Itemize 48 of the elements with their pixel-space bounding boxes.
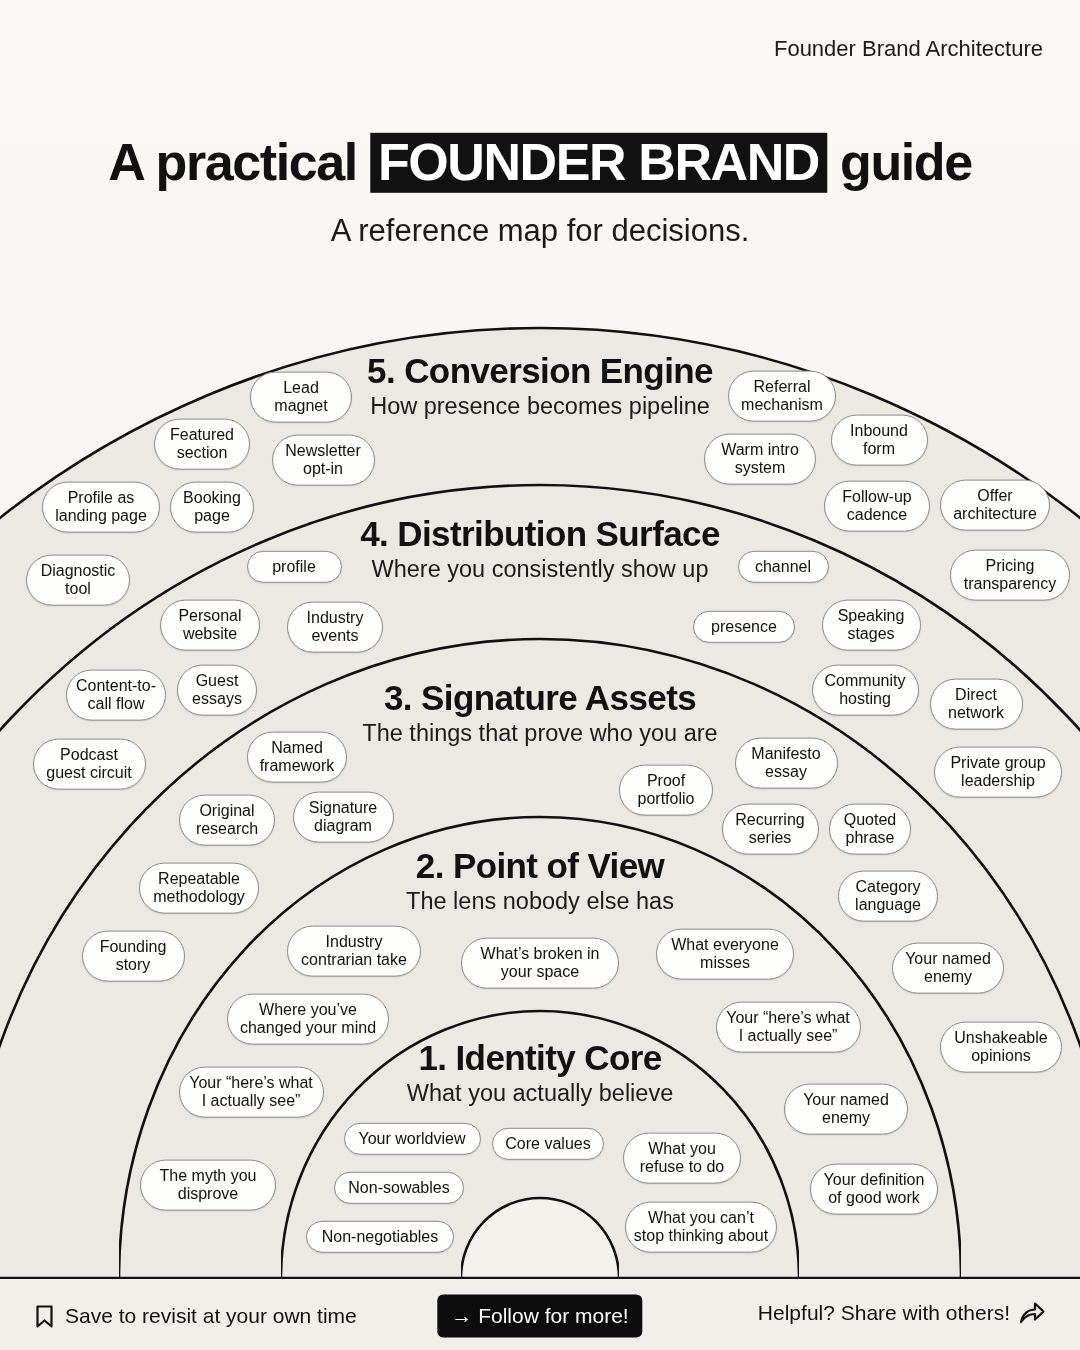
topic-pill: Your definition of good work — [810, 1163, 938, 1215]
topic-pill: Where you’ve changed your mind — [227, 993, 389, 1045]
subtitle: A reference map for decisions. — [330, 212, 750, 250]
band-heading: 1. Identity Core — [418, 1038, 662, 1078]
share-prompt: Helpful? Share with others! — [757, 1300, 1010, 1326]
page-title: A practical FOUNDER BRAND guide — [108, 131, 972, 194]
topic-pill: Follow-up cadence — [824, 480, 930, 532]
topic-pill: Warm intro system — [704, 433, 816, 485]
topic-pill: Unshakeable opinions — [940, 1021, 1062, 1073]
inner-semicircle — [461, 1196, 619, 1278]
topic-pill: Pricing transparency — [950, 549, 1070, 601]
topic-pill: Industry contrarian take — [287, 925, 421, 977]
topic-pill: What you refuse to do — [623, 1132, 741, 1184]
follow-button: → Follow for more! — [437, 1294, 643, 1338]
topic-pill: presence — [693, 610, 795, 644]
topic-pill: What you can’t stop thinking about — [625, 1201, 777, 1253]
topic-pill: Your “here’s what I actually see” — [178, 1066, 324, 1118]
band-subtitle: How presence becomes pipeline — [370, 393, 710, 421]
topic-pill: The myth you disprove — [140, 1159, 276, 1211]
topic-pill: What’s broken in your space — [461, 937, 619, 989]
band-heading: 2. Point of View — [415, 846, 665, 886]
topic-pill: Offer architecture — [940, 479, 1050, 531]
topic-pill: Referral mechanism — [728, 370, 836, 422]
topic-pill: Core values — [492, 1127, 604, 1161]
band-subtitle: Where you consistently show up — [371, 556, 709, 584]
topic-pill: Private group leadership — [934, 746, 1062, 798]
topic-pill: channel — [737, 550, 829, 584]
band-subtitle: What you actually believe — [406, 1080, 674, 1108]
topic-pill: Your named enemy — [784, 1083, 908, 1135]
band-subtitle: The things that prove who you are — [362, 720, 718, 748]
arc-band — [0, 483, 1080, 1278]
topic-pill: Non-sowables — [334, 1171, 464, 1205]
band-heading: 3. Signature Assets — [383, 678, 697, 718]
topic-pill: What everyone misses — [656, 928, 794, 980]
band-heading: 5. Conversion Engine — [367, 351, 713, 391]
header-text: Founder Brand Architecture — [773, 35, 1043, 63]
topic-pill: Lead magnet — [250, 371, 352, 423]
band-heading: 4. Distribution Surface — [360, 514, 720, 554]
save-note: Save to revisit at your own time — [65, 1303, 357, 1329]
topic-pill: Your named enemy — [892, 942, 1004, 994]
topic-pill: profile — [246, 550, 342, 584]
topic-pill: Non-negotiables — [306, 1220, 454, 1254]
topic-pill: Repeatable methodology — [139, 862, 259, 914]
topic-pill: Your “here’s what I actually see” — [715, 1001, 861, 1053]
topic-pill: Profile as landing page — [42, 481, 160, 533]
band-subtitle: The lens nobody else has — [406, 888, 674, 916]
topic-pill: Your worldview — [343, 1122, 481, 1156]
arc-band — [0, 326, 1080, 1278]
